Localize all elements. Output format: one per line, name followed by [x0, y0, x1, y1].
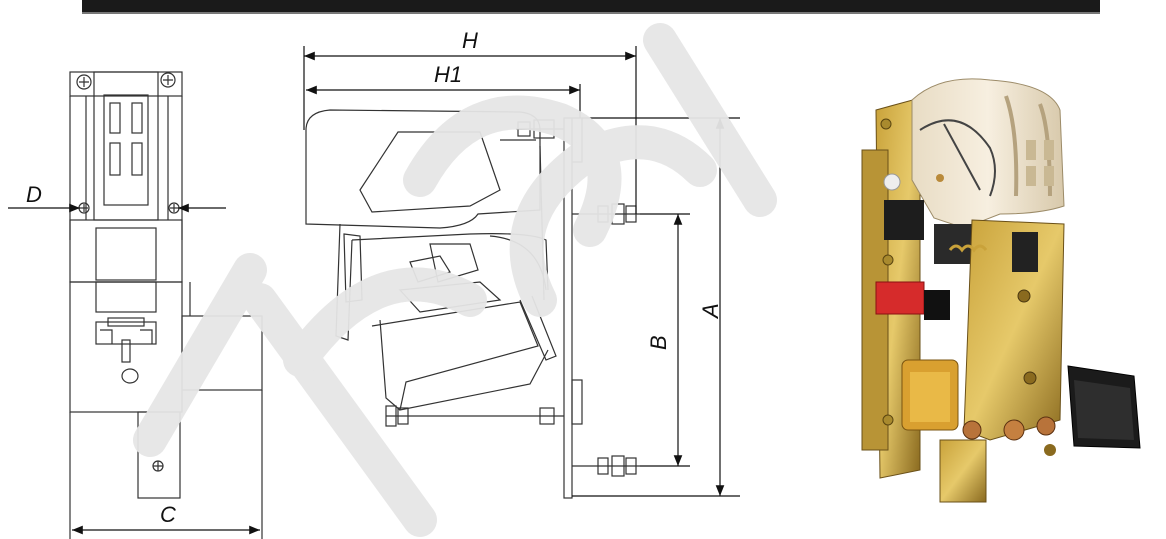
watermark-logo: [133, 23, 777, 537]
dimension-b: [640, 213, 690, 467]
watermark-text: elektroservis: [0, 0, 6, 1]
label-d: D: [26, 182, 42, 207]
label-h: H: [462, 28, 478, 53]
header-bar: [82, 0, 1100, 12]
label-b: B: [646, 335, 671, 350]
header-bar-underline: [82, 12, 1100, 14]
label-a: A: [698, 303, 723, 320]
contactor-photo: [861, 78, 1141, 503]
label-c: C: [160, 502, 176, 527]
label-h1: H1: [434, 62, 462, 87]
